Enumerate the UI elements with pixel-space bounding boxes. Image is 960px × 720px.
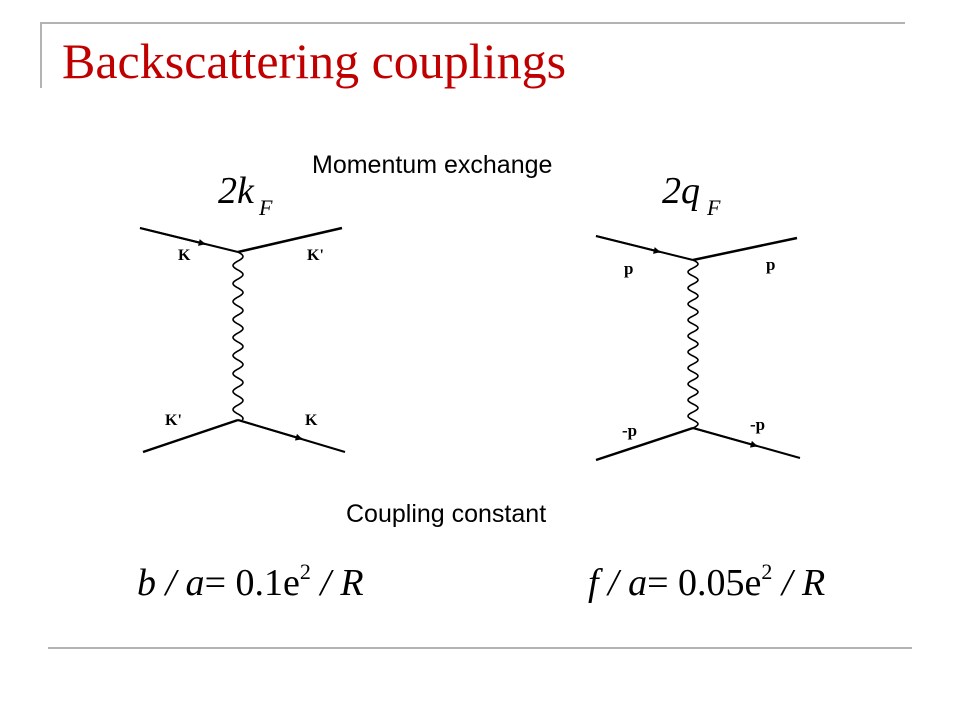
- left-formula-text: b / a= 0.1e2 / R: [137, 559, 364, 604]
- left-photon-wavy-line: [232, 251, 244, 421]
- left-feynman-diagram: 2k F K K' K' K: [139, 170, 346, 454]
- momentum-exchange-heading: Momentum exchange: [312, 151, 553, 179]
- right-formula-text: f / a= 0.05e2 / R: [588, 559, 825, 604]
- right-label-bottom-in: -p: [622, 421, 637, 440]
- left-bottom-incoming-line: [142, 418, 239, 454]
- right-formula-lhs: f / a: [588, 562, 647, 604]
- right-label-bottom-out: -p: [750, 415, 765, 434]
- right-momentum-prefix: 2q: [662, 170, 700, 212]
- frame-left-line: [40, 22, 42, 88]
- right-top-incoming-arrow: [595, 235, 661, 254]
- left-label-bottom-out: K: [305, 412, 318, 429]
- coupling-constant-heading: Coupling constant: [346, 500, 547, 528]
- right-label-top-in: p: [624, 259, 633, 278]
- left-top-outgoing-line: [237, 226, 343, 254]
- left-momentum-subscript: F: [258, 195, 273, 220]
- left-formula-lhs: b / a: [137, 562, 205, 604]
- left-bottom-outgoing-arrow: [237, 419, 303, 441]
- right-momentum-subscript: F: [706, 195, 721, 220]
- right-formula-rhs-coeff: = 0.05e: [647, 562, 761, 604]
- left-formula-rhs-tail: / R: [311, 562, 364, 604]
- left-top-incoming-arrow: [139, 227, 206, 246]
- frame-top-line: [40, 22, 905, 24]
- right-bottom-outgoing-arrow: [692, 427, 758, 448]
- right-bottom-incoming-line: [595, 426, 694, 462]
- right-formula-rhs-tail: / R: [772, 562, 825, 604]
- slide-title: Backscattering couplings: [62, 33, 567, 89]
- right-formula-exponent: 2: [761, 559, 772, 584]
- right-photon-wavy-line: [687, 259, 699, 429]
- left-formula-rhs-coeff: = 0.1e: [205, 562, 300, 604]
- left-label-top-out: K': [307, 247, 324, 264]
- right-feynman-diagram: 2q F p p -p -p: [595, 170, 801, 462]
- right-formula: f / a= 0.05e2 / R: [588, 559, 825, 604]
- frame-bottom-line: [48, 647, 912, 649]
- left-formula-exponent: 2: [300, 559, 311, 584]
- left-formula: b / a= 0.1e2 / R: [137, 559, 364, 604]
- right-top-outgoing-line: [692, 236, 798, 262]
- left-label-top-in: K: [178, 247, 191, 264]
- left-label-bottom-in: K': [165, 412, 182, 429]
- right-label-top-out: p: [766, 255, 775, 274]
- left-momentum-prefix: 2k: [218, 170, 255, 212]
